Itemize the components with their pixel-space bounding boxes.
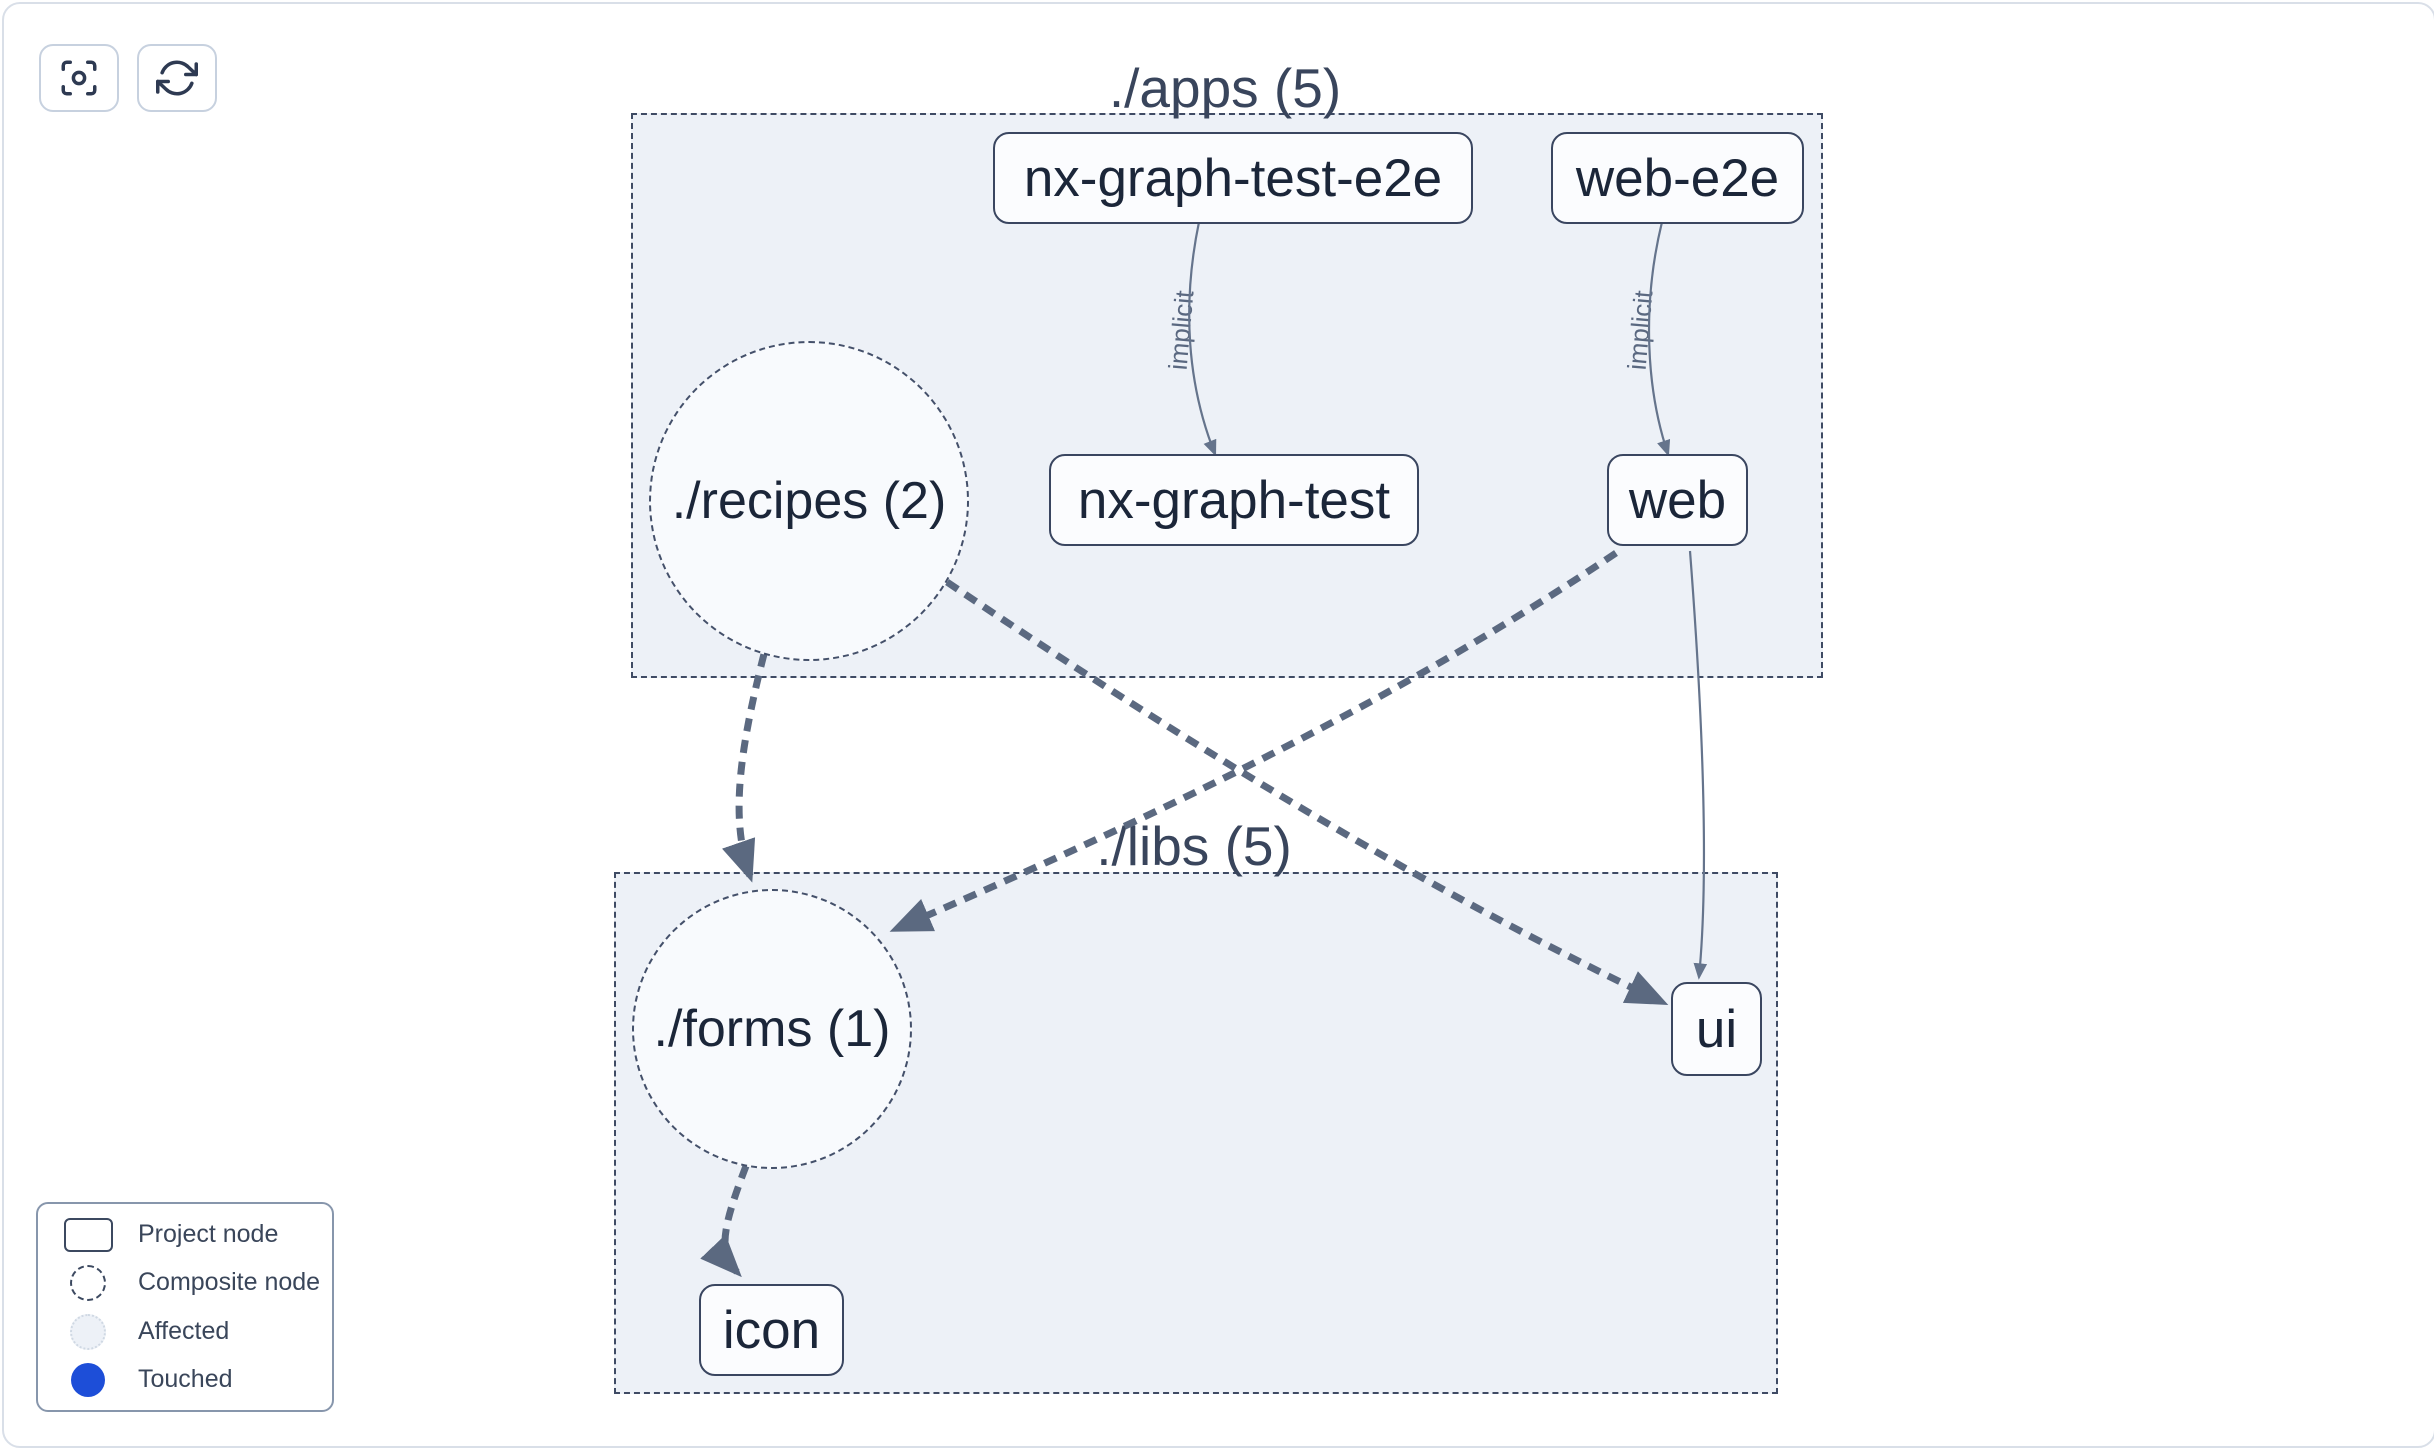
graph-legend: Project node Composite node Affected Tou…	[36, 1202, 334, 1412]
node-label: ./forms (1)	[653, 1000, 891, 1058]
project-node-web-e2e[interactable]: web-e2e	[1551, 132, 1804, 224]
node-label: ui	[1695, 999, 1738, 1059]
group-libs-label: ./libs (5)	[1096, 815, 1292, 877]
project-node-web[interactable]: web	[1607, 454, 1748, 546]
node-label: nx-graph-test	[1077, 470, 1391, 530]
project-node-ui[interactable]: ui	[1671, 982, 1762, 1076]
legend-label: Touched	[138, 1365, 233, 1393]
composite-node-swatch-icon	[70, 1264, 106, 1301]
center-graph-button[interactable]	[39, 44, 119, 112]
node-label: web	[1628, 470, 1727, 530]
project-node-icon[interactable]: icon	[699, 1284, 844, 1376]
touched-swatch-icon	[71, 1362, 105, 1397]
affected-swatch-icon	[70, 1313, 106, 1350]
node-label: web-e2e	[1575, 148, 1780, 208]
composite-node-recipes[interactable]: ./recipes (2)	[649, 341, 969, 661]
crosshair-focus-icon	[61, 60, 97, 96]
legend-item-project-node: Project node	[38, 1217, 332, 1252]
legend-label: Project node	[138, 1220, 279, 1248]
legend-item-touched: Touched	[38, 1362, 332, 1397]
node-label: nx-graph-test-e2e	[1023, 148, 1443, 208]
node-label: icon	[722, 1300, 821, 1360]
legend-label: Affected	[138, 1317, 230, 1345]
group-apps-label: ./apps (5)	[1108, 57, 1342, 119]
legend-item-composite-node: Composite node	[38, 1264, 332, 1301]
refresh-graph-button[interactable]	[137, 44, 217, 112]
composite-node-forms[interactable]: ./forms (1)	[632, 889, 912, 1169]
node-label: ./recipes (2)	[671, 472, 947, 530]
project-node-swatch-icon	[63, 1217, 113, 1252]
project-node-nx-graph-test[interactable]: nx-graph-test	[1049, 454, 1419, 546]
legend-label: Composite node	[138, 1268, 321, 1296]
project-node-nx-graph-test-e2e[interactable]: nx-graph-test-e2e	[993, 132, 1473, 224]
refresh-icon	[156, 60, 198, 96]
legend-item-affected: Affected	[38, 1313, 332, 1350]
